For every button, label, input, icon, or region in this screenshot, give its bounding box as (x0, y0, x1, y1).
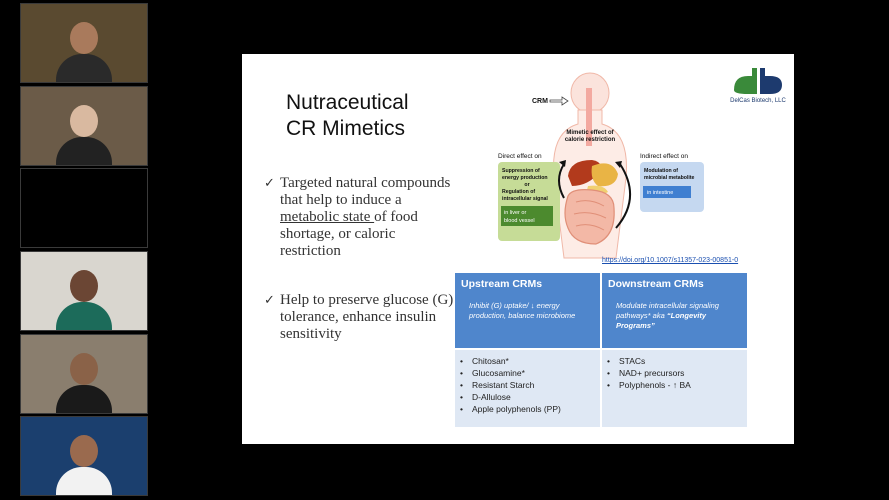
list-item: Chitosan* (460, 355, 561, 367)
crm-label: CRM (532, 98, 548, 105)
downstream-description: Modulate intracellular signaling pathway… (616, 301, 719, 330)
right-arrow-icon (615, 163, 632, 229)
mimetic-label-2: calorie restriction (565, 137, 616, 143)
list-item: D-Allulose (460, 391, 561, 403)
list-item: Polyphenols - ↑ BA (607, 379, 691, 391)
check-icon: ✓ (264, 176, 275, 191)
participant-silhouette (56, 18, 112, 82)
participant-video-2[interactable] (20, 86, 148, 166)
upstream-header-cell: Upstream CRMs Inhibit (G) uptake/ ↓ ener… (455, 273, 600, 348)
list-item: Glucosamine* (460, 367, 561, 379)
intestine-tag (643, 186, 691, 198)
indirect-effect-label: Indirect effect on (640, 153, 688, 160)
slide-title-line2: CR Mimetics (286, 117, 405, 140)
svg-text:Modulation of: Modulation of (644, 168, 678, 174)
svg-text:Suppression of: Suppression of (502, 168, 540, 174)
svg-text:microbial metabolite: microbial metabolite (644, 175, 695, 181)
downstream-list-cell: STACs NAD+ precursors Polyphenols - ↑ BA (602, 350, 747, 427)
upstream-description: Inhibit (G) uptake/ ↓ energy production,… (469, 301, 576, 320)
metabolic-state-link: metabolic state (280, 209, 375, 225)
participant-video-4[interactable] (20, 251, 148, 331)
digestive-organs (564, 160, 618, 245)
upstream-header: Upstream CRMs (461, 278, 543, 290)
svg-text:Regulation of: Regulation of (502, 189, 535, 195)
participant-silhouette (56, 431, 112, 495)
direct-effect-label: Direct effect on (498, 153, 542, 160)
check-icon: ✓ (264, 293, 275, 308)
slide-title: Nutraceutical CR Mimetics (286, 90, 476, 142)
crm-arrow-icon (549, 96, 569, 106)
mimetic-label-1: Mimetic effect of (566, 130, 614, 136)
svg-text:in intestine: in intestine (647, 190, 673, 196)
list-item: STACs (607, 355, 691, 367)
list-item: Apple polyphenols (PP) (460, 403, 561, 415)
participant-video-6[interactable] (20, 416, 148, 496)
crm-table: Upstream CRMs Inhibit (G) uptake/ ↓ ener… (455, 273, 747, 427)
participant-silhouette (56, 101, 112, 165)
bullet-glucose-tolerance: ✓ Help to preserve glucose (G) tolerance… (264, 292, 454, 342)
list-item: Resistant Starch (460, 379, 561, 391)
slide-title-line1: Nutraceutical (286, 91, 409, 114)
downstream-header: Downstream CRMs (608, 278, 704, 290)
delcas-logo: DelCas Biotech, LLC (730, 68, 786, 112)
participant-video-5[interactable] (20, 334, 148, 414)
bullet-targeted-compounds: ✓ Targeted natural compounds that help t… (264, 175, 451, 259)
svg-text:blood vessel: blood vessel (504, 218, 535, 224)
logo-text: DelCas Biotech, LLC (730, 98, 786, 104)
svg-text:in liver or: in liver or (504, 210, 526, 216)
svg-text:or: or (524, 182, 529, 188)
participant-video-1[interactable] (20, 3, 148, 83)
doi-link[interactable]: https://doi.org/10.1007/s11357-023-00851… (602, 257, 739, 264)
liver-tag (501, 206, 553, 226)
list-item: NAD+ precursors (607, 367, 691, 379)
participant-silhouette (56, 266, 112, 330)
downstream-header-cell: Downstream CRMs Modulate intracellular s… (602, 273, 747, 348)
db-logo-mark (734, 68, 782, 94)
shared-slide: Nutraceutical CR Mimetics ✓ Targeted nat… (242, 54, 794, 444)
upstream-list-cell: Chitosan* Glucosamine* Resistant Starch … (455, 350, 600, 427)
svg-text:energy production: energy production (502, 175, 548, 181)
svg-text:intracellular signal: intracellular signal (502, 196, 548, 202)
participant-silhouette (56, 349, 112, 413)
left-arrow-icon (558, 163, 565, 199)
participant-video-3[interactable] (20, 168, 148, 248)
cr-mimetics-figure: CRM Mimetic effect of calorie restrictio… (498, 72, 704, 259)
